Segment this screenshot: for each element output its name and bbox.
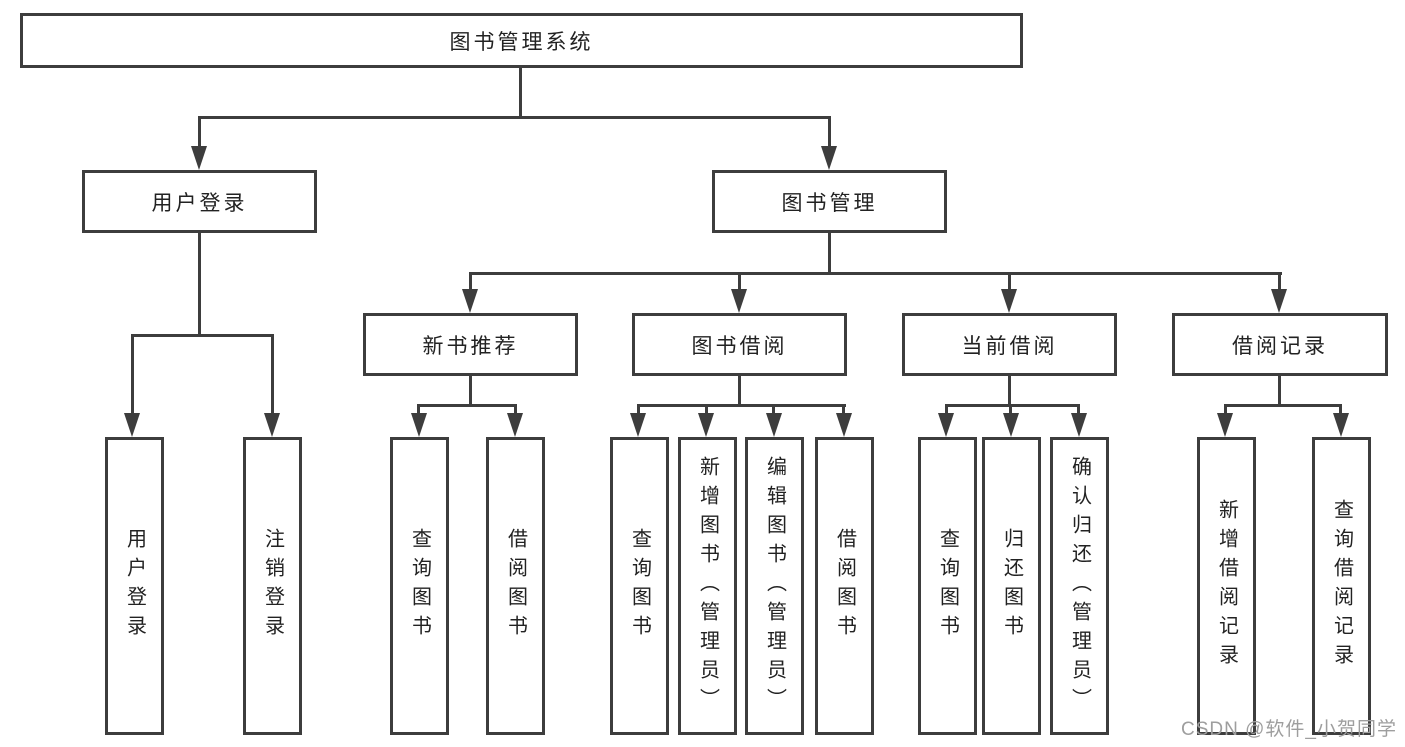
connector-line (514, 407, 517, 415)
arrow-down-icon (698, 413, 714, 437)
leaf-edit-book-admin: 编辑图书（管理员） (745, 437, 804, 735)
connector-line (1009, 407, 1012, 415)
arrow-down-icon (1071, 413, 1087, 437)
arrow-down-icon (938, 413, 954, 437)
connector-line (1077, 407, 1080, 415)
arrow-down-icon (821, 146, 837, 170)
node-book-management: 图书管理 (712, 170, 947, 233)
connector-line (828, 233, 831, 275)
connector-line (637, 404, 846, 407)
connector-line (1008, 376, 1011, 407)
arrow-down-icon (264, 413, 280, 437)
connector-line (1278, 275, 1281, 291)
connector-line (131, 334, 274, 337)
connector-line (469, 275, 472, 291)
connector-line (469, 376, 472, 407)
node-user-login: 用户登录 (82, 170, 317, 233)
arrow-down-icon (462, 289, 478, 313)
leaf-logout: 注销登录 (243, 437, 302, 735)
leaf-query-books: 查询图书 (918, 437, 977, 735)
connector-line (131, 337, 134, 415)
arrow-down-icon (1003, 413, 1019, 437)
connector-line (1278, 376, 1281, 407)
arrow-down-icon (836, 413, 852, 437)
arrow-down-icon (191, 146, 207, 170)
connector-line (945, 407, 948, 415)
leaf-query-books: 查询图书 (610, 437, 669, 735)
node-book-borrowing: 图书借阅 (632, 313, 847, 376)
leaf-user-login: 用户登录 (105, 437, 164, 735)
arrow-down-icon (411, 413, 427, 437)
connector-line (198, 116, 831, 119)
leaf-query-books: 查询图书 (390, 437, 449, 735)
connector-line (1008, 275, 1011, 291)
connector-line (417, 407, 420, 415)
leaf-borrow-books: 借阅图书 (486, 437, 545, 735)
connector-line (738, 376, 741, 407)
arrow-down-icon (630, 413, 646, 437)
arrow-down-icon (124, 413, 140, 437)
leaf-query-borrow-record: 查询借阅记录 (1312, 437, 1371, 735)
leaf-confirm-return-admin: 确认归还（管理员） (1050, 437, 1109, 735)
connector-line (519, 68, 522, 119)
connector-line (705, 407, 708, 415)
node-borrowing-records: 借阅记录 (1172, 313, 1388, 376)
node-current-borrowing: 当前借阅 (902, 313, 1117, 376)
arrow-down-icon (731, 289, 747, 313)
connector-line (1224, 404, 1342, 407)
connector-line (271, 337, 274, 415)
connector-line (417, 404, 517, 407)
csdn-watermark: CSDN @软件_小贺同学 (1181, 719, 1397, 740)
leaf-add-borrow-record: 新增借阅记录 (1197, 437, 1256, 735)
connector-line (1339, 407, 1342, 415)
arrow-down-icon (766, 413, 782, 437)
leaf-return-books: 归还图书 (982, 437, 1041, 735)
node-library-management-system: 图书管理系统 (20, 13, 1023, 68)
arrow-down-icon (1333, 413, 1349, 437)
connector-line (1224, 407, 1227, 415)
leaf-add-book-admin: 新增图书（管理员） (678, 437, 737, 735)
connector-line (198, 233, 201, 335)
node-new-book-recommendation: 新书推荐 (363, 313, 578, 376)
connector-line (842, 407, 845, 415)
connector-line (469, 272, 1282, 275)
connector-line (772, 407, 775, 415)
leaf-borrow-books: 借阅图书 (815, 437, 874, 735)
arrow-down-icon (507, 413, 523, 437)
connector-line (198, 119, 201, 148)
connector-line (637, 407, 640, 415)
arrow-down-icon (1001, 289, 1017, 313)
arrow-down-icon (1271, 289, 1287, 313)
arrow-down-icon (1217, 413, 1233, 437)
connector-line (828, 119, 831, 148)
connector-line (738, 275, 741, 291)
connector-line (945, 404, 1080, 407)
